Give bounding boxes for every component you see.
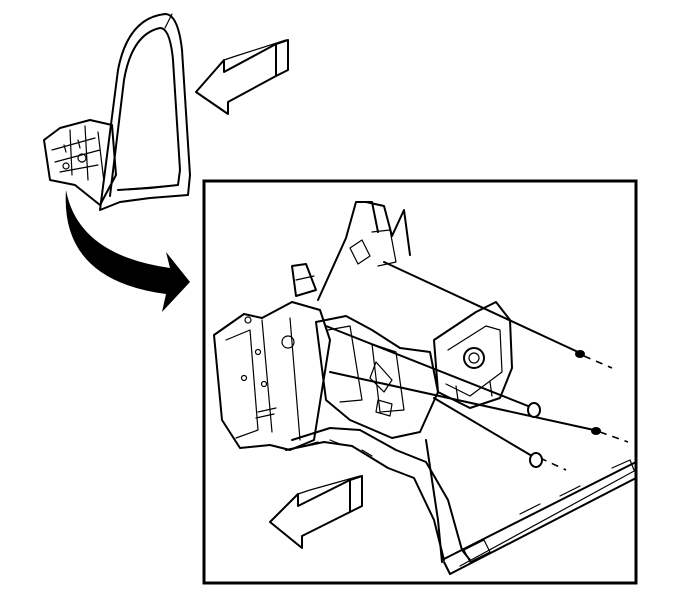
fastener-icon [527, 350, 601, 468]
direction-arrow-icon [195, 39, 289, 115]
detail-view-assembly [213, 201, 637, 575]
direction-arrow-icon [269, 475, 363, 549]
curved-callout-arrow-icon [65, 190, 190, 312]
fastener-guide-lines [325, 261, 629, 471]
overview-body-side-frame [43, 13, 191, 211]
detail-view-frame [202, 179, 638, 585]
